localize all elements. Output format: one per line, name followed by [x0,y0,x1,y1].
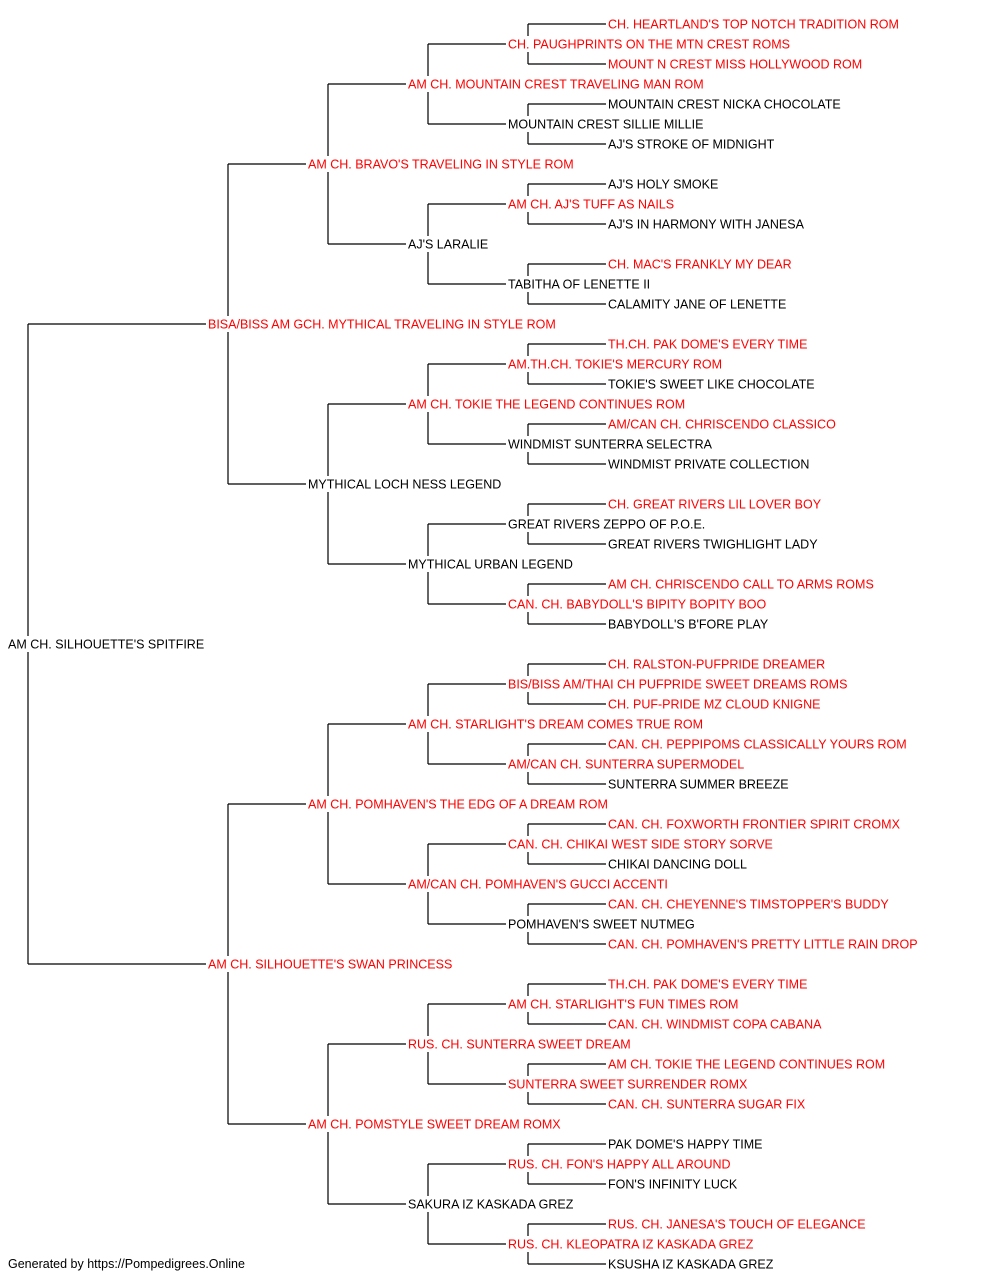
pedigree-name-gen4: AM/CAN CH. SUNTERRA SUPERMODEL [508,757,744,771]
pedigree-name-gen3: AM CH. TOKIE THE LEGEND CONTINUES ROM [408,397,685,411]
pedigree-name-gen5: CAN. CH. POMHAVEN'S PRETTY LITTLE RAIN D… [608,937,918,951]
pedigree-name-gen5: AM CH. TOKIE THE LEGEND CONTINUES ROM [608,1057,885,1071]
pedigree-name-gen5: KSUSHA IZ KASKADA GREZ [608,1257,774,1271]
pedigree-name-gen3: AM CH. MOUNTAIN CREST TRAVELING MAN ROM [408,77,704,91]
pedigree-name-gen5: CH. HEARTLAND'S TOP NOTCH TRADITION ROM [608,17,899,31]
pedigree-name-gen4: POMHAVEN'S SWEET NUTMEG [508,917,695,931]
pedigree-name-gen5: CAN. CH. WINDMIST COPA CABANA [608,1017,822,1031]
pedigree-name-gen5: RUS. CH. JANESA'S TOUCH OF ELEGANCE [608,1217,866,1231]
pedigree-name-gen4: RUS. CH. KLEOPATRA IZ KASKADA GREZ [508,1237,754,1251]
pedigree-name-gen4: RUS. CH. FON'S HAPPY ALL AROUND [508,1157,731,1171]
pedigree-name-gen5: WINDMIST PRIVATE COLLECTION [608,457,809,471]
pedigree-name-gen4: WINDMIST SUNTERRA SELECTRA [508,437,713,451]
pedigree-name-gen2: AM CH. POMHAVEN'S THE EDG OF A DREAM ROM [308,797,608,811]
pedigree-name-gen5: AM/CAN CH. CHRISCENDO CLASSICO [608,417,836,431]
pedigree-name-gen5: AM CH. CHRISCENDO CALL TO ARMS ROMS [608,577,874,591]
pedigree-name-gen5: TOKIE'S SWEET LIKE CHOCOLATE [608,377,815,391]
pedigree-name-gen5: TH.CH. PAK DOME'S EVERY TIME [608,337,807,351]
pedigree-name-gen4: TABITHA OF LENETTE II [508,277,650,291]
pedigree-name-gen5: BABYDOLL'S B'FORE PLAY [608,617,769,631]
pedigree-name-gen5: CH. RALSTON-PUFPRIDE DREAMER [608,657,825,671]
pedigree-name-gen5: AJ'S HOLY SMOKE [608,177,718,191]
pedigree-name-gen3: SAKURA IZ KASKADA GREZ [408,1197,574,1211]
pedigree-name-gen5: AJ'S STROKE OF MIDNIGHT [608,137,775,151]
pedigree-name-gen2: AM CH. BRAVO'S TRAVELING IN STYLE ROM [308,157,574,171]
pedigree-name-gen4: CAN. CH. CHIKAI WEST SIDE STORY SORVE [508,837,773,851]
pedigree-name-gen5: CAN. CH. CHEYENNE'S TIMSTOPPER'S BUDDY [608,897,889,911]
pedigree-name-gen5: CAN. CH. SUNTERRA SUGAR FIX [608,1097,806,1111]
pedigree-name-gen5: TH.CH. PAK DOME'S EVERY TIME [608,977,807,991]
pedigree-name-gen4: GREAT RIVERS ZEPPO OF P.O.E. [508,517,705,531]
pedigree-name-gen1: AM CH. SILHOUETTE'S SWAN PRINCESS [208,957,452,971]
pedigree-name-gen5: CH. MAC'S FRANKLY MY DEAR [608,257,792,271]
pedigree-name-gen5: CH. GREAT RIVERS LIL LOVER BOY [608,497,822,511]
pedigree-name-gen5: GREAT RIVERS TWIGHLIGHT LADY [608,537,818,551]
pedigree-name-gen5: CALAMITY JANE OF LENETTE [608,297,786,311]
pedigree-name-gen5: MOUNT N CREST MISS HOLLYWOOD ROM [608,57,862,71]
pedigree-name-gen5: CAN. CH. PEPPIPOMS CLASSICALLY YOURS ROM [608,737,907,751]
pedigree-name-gen4: MOUNTAIN CREST SILLIE MILLIE [508,117,703,131]
pedigree-name-gen3: AJ'S LARALIE [408,237,488,251]
pedigree-name-gen3: AM/CAN CH. POMHAVEN'S GUCCI ACCENTI [408,877,668,891]
pedigree-name-gen3: AM CH. STARLIGHT'S DREAM COMES TRUE ROM [408,717,703,731]
pedigree-name-gen3: RUS. CH. SUNTERRA SWEET DREAM [408,1037,631,1051]
pedigree-name-gen5: CAN. CH. FOXWORTH FRONTIER SPIRIT CROMX [608,817,901,831]
pedigree-name-gen0: AM CH. SILHOUETTE'S SPITFIRE [8,637,204,651]
pedigree-name-gen5: CH. PUF-PRIDE MZ CLOUD KNIGNE [608,697,821,711]
pedigree-name-gen1: BISA/BISS AM GCH. MYTHICAL TRAVELING IN … [208,317,556,331]
pedigree-name-gen4: AM.TH.CH. TOKIE'S MERCURY ROM [508,357,722,371]
pedigree-name-gen2: AM CH. POMSTYLE SWEET DREAM ROMX [308,1117,561,1131]
pedigree-name-gen5: SUNTERRA SUMMER BREEZE [608,777,789,791]
pedigree-name-gen4: BIS/BISS AM/THAI CH PUFPRIDE SWEET DREAM… [508,677,847,691]
pedigree-name-gen4: AM CH. AJ'S TUFF AS NAILS [508,197,674,211]
pedigree-name-gen5: CHIKAI DANCING DOLL [608,857,747,871]
pedigree-name-gen5: AJ'S IN HARMONY WITH JANESA [608,217,805,231]
pedigree-name-gen4: CAN. CH. BABYDOLL'S BIPITY BOPITY BOO [508,597,767,611]
pedigree-name-gen4: AM CH. STARLIGHT'S FUN TIMES ROM [508,997,738,1011]
pedigree-name-gen3: MYTHICAL URBAN LEGEND [408,557,573,571]
pedigree-name-gen2: MYTHICAL LOCH NESS LEGEND [308,477,501,491]
pedigree-name-gen5: PAK DOME'S HAPPY TIME [608,1137,763,1151]
pedigree-name-gen5: FON'S INFINITY LUCK [608,1177,738,1191]
footer-credit: Generated by https://Pompedigrees.Online [8,1257,245,1271]
pedigree-name-gen5: MOUNTAIN CREST NICKA CHOCOLATE [608,97,841,111]
pedigree-name-gen4: SUNTERRA SWEET SURRENDER ROMX [508,1077,748,1091]
pedigree-name-gen4: CH. PAUGHPRINTS ON THE MTN CREST ROMS [508,37,790,51]
